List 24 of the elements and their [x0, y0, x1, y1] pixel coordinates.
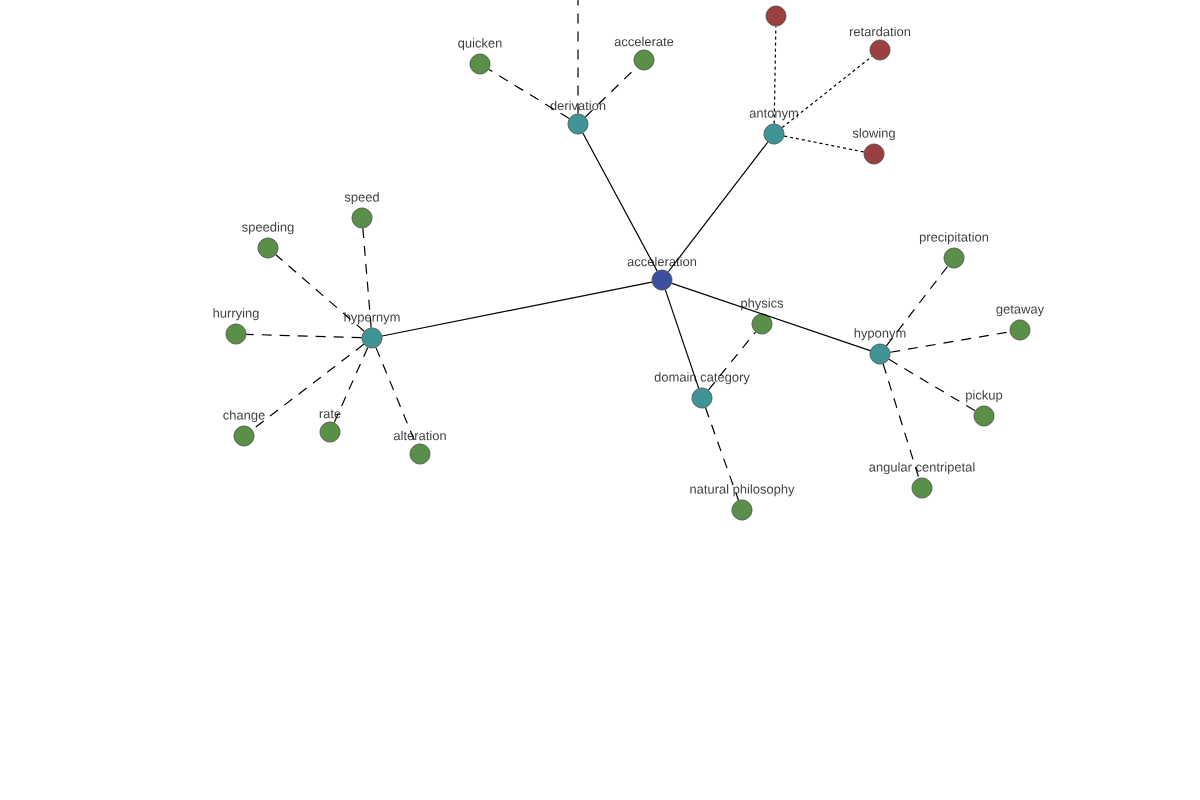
connector — [783, 135, 865, 153]
connector — [375, 347, 417, 445]
connector — [667, 141, 769, 273]
connector — [275, 254, 365, 332]
connector — [333, 346, 369, 424]
connector — [582, 132, 658, 272]
connector — [885, 265, 949, 347]
connector — [882, 363, 920, 479]
connector — [781, 55, 873, 129]
connector — [488, 68, 570, 120]
connector — [245, 333, 363, 339]
connector — [671, 282, 871, 352]
connector — [577, 0, 579, 115]
connector — [707, 331, 757, 391]
connector — [584, 66, 638, 118]
connector — [889, 331, 1011, 353]
empty-node — [765, 5, 787, 27]
connector — [664, 289, 700, 389]
connector — [888, 358, 976, 412]
connector — [362, 227, 372, 329]
connector — [251, 343, 365, 431]
connector — [773, 25, 777, 125]
connector — [704, 407, 740, 501]
connector — [381, 281, 653, 337]
